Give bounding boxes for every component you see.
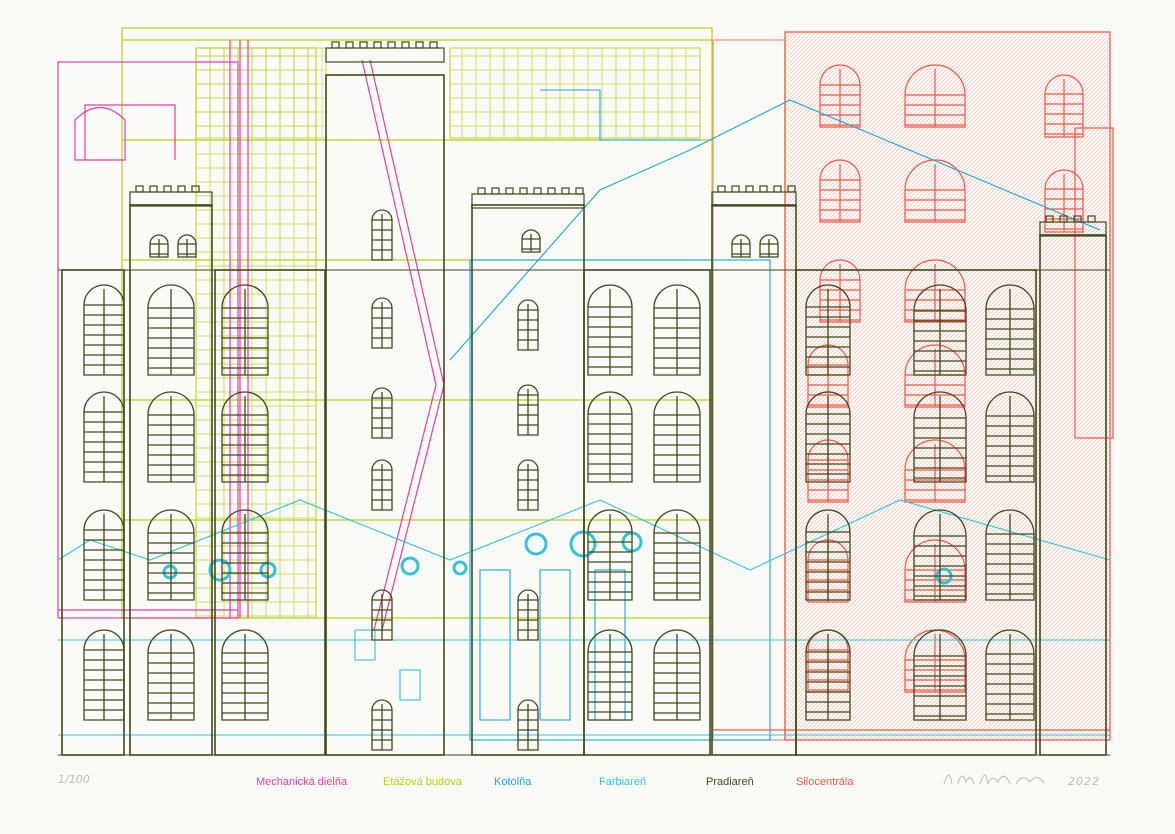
kotolna-layer bbox=[449, 89, 1101, 741]
legend-mechanicka-dielna: Mechanická dielňa bbox=[256, 776, 348, 788]
year: 2022 bbox=[1068, 775, 1100, 788]
artist-signature bbox=[943, 774, 1045, 785]
legend-pradiaren: Pradiareň bbox=[706, 776, 754, 788]
mechanicka-dielna-layer bbox=[57, 40, 445, 631]
silocentrala-layer bbox=[712, 31, 1114, 741]
legend-farbiaren: Farbiareň bbox=[599, 776, 647, 788]
etazova-budova-layer bbox=[121, 27, 713, 619]
legend-silocentrala: Silocentrála bbox=[796, 776, 854, 788]
edition-number: 1/100 bbox=[58, 773, 90, 786]
legend-etazova-budova: Etážová budova bbox=[383, 776, 462, 788]
legend-kotolna: Kotolňa bbox=[494, 776, 532, 788]
pradiaren-layer bbox=[58, 41, 1110, 756]
